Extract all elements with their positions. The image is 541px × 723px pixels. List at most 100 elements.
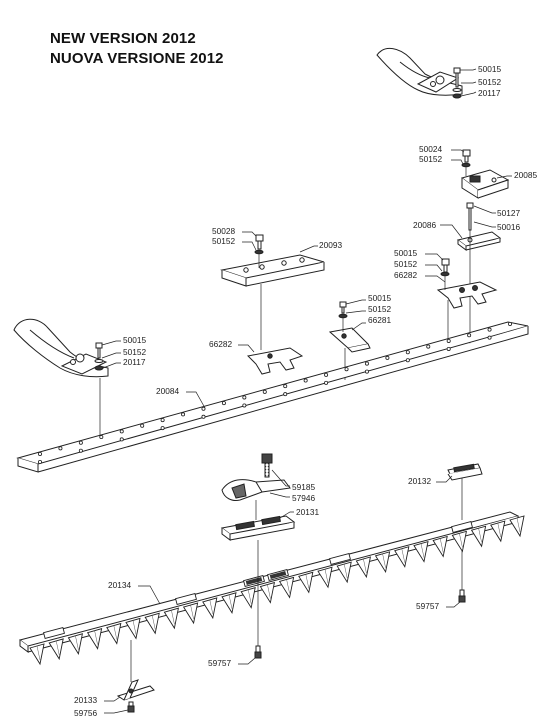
plate-20131 (220, 515, 296, 541)
leaders-66282-middle (238, 344, 255, 353)
label-50015: 50015 (394, 248, 417, 258)
label-50152: 50152 (419, 154, 442, 164)
bar-hole (38, 451, 43, 456)
title-new-version: NEW VERSION 2012 (50, 30, 196, 47)
label-50152: 50152 (394, 259, 417, 269)
label-66282: 66282 (209, 339, 232, 349)
blade-tooth-edge (459, 533, 463, 548)
bolt-59757-bottom (254, 645, 262, 659)
blade-tooth-edge (171, 610, 175, 625)
label-50015: 50015 (123, 335, 146, 345)
label-50015: 50015 (368, 293, 391, 303)
bolt-50015-left (94, 342, 104, 371)
bar-hole (140, 423, 145, 428)
blade-tooth-edge (497, 523, 502, 538)
bar-hole (344, 367, 349, 372)
bolt-59757-right (458, 589, 466, 603)
bar-hole (78, 440, 83, 445)
blade-tooth-edge (132, 620, 137, 635)
bolt-50015-center (338, 301, 348, 319)
bar-hole (487, 327, 492, 332)
label-50028: 50028 (212, 226, 235, 236)
bar-hole (38, 459, 43, 464)
bar-hole (385, 355, 390, 360)
label-20131: 20131 (296, 507, 319, 517)
blade-tooth-edge (267, 584, 271, 599)
bar-hole (446, 346, 451, 351)
leaders-blade (138, 585, 161, 605)
bolt-50015-right-plate (440, 258, 450, 277)
bolt-50024 (461, 149, 471, 168)
label-59756: 59756 (74, 708, 97, 718)
label-50024: 50024 (419, 144, 442, 154)
label-50152: 50152 (478, 77, 501, 87)
bolt-50028 (254, 234, 264, 255)
label-66282: 66282 (394, 270, 417, 280)
blade-tooth-edge (190, 604, 194, 620)
blade-tooth-edge (228, 594, 233, 609)
label-57946: 57946 (292, 493, 315, 503)
label-20093: 20093 (319, 240, 342, 250)
bar-hole (119, 437, 124, 442)
bar-hole (283, 392, 288, 397)
knife-head-57946 (221, 479, 291, 501)
blade-tooth-edge (401, 548, 406, 563)
leaders-bar (186, 391, 206, 409)
label-50015: 50015 (478, 64, 501, 74)
bar-hole (262, 389, 267, 394)
bar-hole (303, 378, 308, 383)
leaders-left (99, 340, 121, 440)
bar-hole (119, 429, 124, 434)
label-20084: 20084 (156, 386, 179, 396)
bar-hole (181, 412, 186, 417)
bar-hole (364, 369, 369, 374)
bar-hole (242, 395, 247, 400)
plate-20086 (456, 231, 502, 251)
guard-20132 (447, 463, 483, 481)
shoe-left (13, 318, 109, 378)
bar-hole (405, 358, 410, 363)
blade-tooth-edge (209, 599, 214, 614)
blade-tooth-edge (382, 553, 386, 568)
bar-hole (324, 372, 329, 377)
bar-hole (446, 338, 451, 343)
blade-clamp (175, 592, 197, 606)
bolt-59185 (261, 453, 273, 478)
blade-tooth-edge (363, 558, 367, 574)
blade-tooth-edge (151, 615, 156, 630)
shoe-top-right (376, 47, 463, 96)
label-59757: 59757 (208, 658, 231, 668)
blade-clamp-dark (269, 570, 287, 580)
blade-clamp (329, 552, 351, 566)
bar-hole (364, 361, 369, 366)
bar-hole (283, 384, 288, 389)
bolt-59756 (127, 701, 135, 713)
blade-tooth-edge (55, 640, 60, 655)
leaders-middle (242, 231, 318, 350)
label-20132: 20132 (408, 476, 431, 486)
bar-hole (160, 418, 165, 423)
bracket-20085 (460, 169, 510, 199)
bolt-50015-top-right (452, 67, 462, 99)
leaders-knife-head (255, 469, 294, 572)
leaders-top-right (460, 68, 477, 97)
blade-tooth-edge (478, 528, 482, 543)
label-20117: 20117 (123, 357, 146, 367)
blade-tooth-edge (247, 589, 252, 604)
bar-hole (405, 350, 410, 355)
bar-hole (201, 406, 206, 411)
label-59757: 59757 (416, 601, 439, 611)
bar-hole (487, 335, 492, 340)
bar-hole (201, 414, 206, 419)
leaders-bottom (104, 572, 259, 714)
plate-66282-middle (246, 347, 304, 375)
bar-hole (242, 403, 247, 408)
blade-clamps (43, 520, 473, 640)
plate-20093 (220, 254, 325, 287)
label-50152: 50152 (212, 236, 235, 246)
blade-tooth-edge (94, 630, 98, 645)
bar-hole (99, 435, 104, 440)
leaders-right-guard (436, 475, 463, 608)
bar-holes (38, 321, 512, 464)
